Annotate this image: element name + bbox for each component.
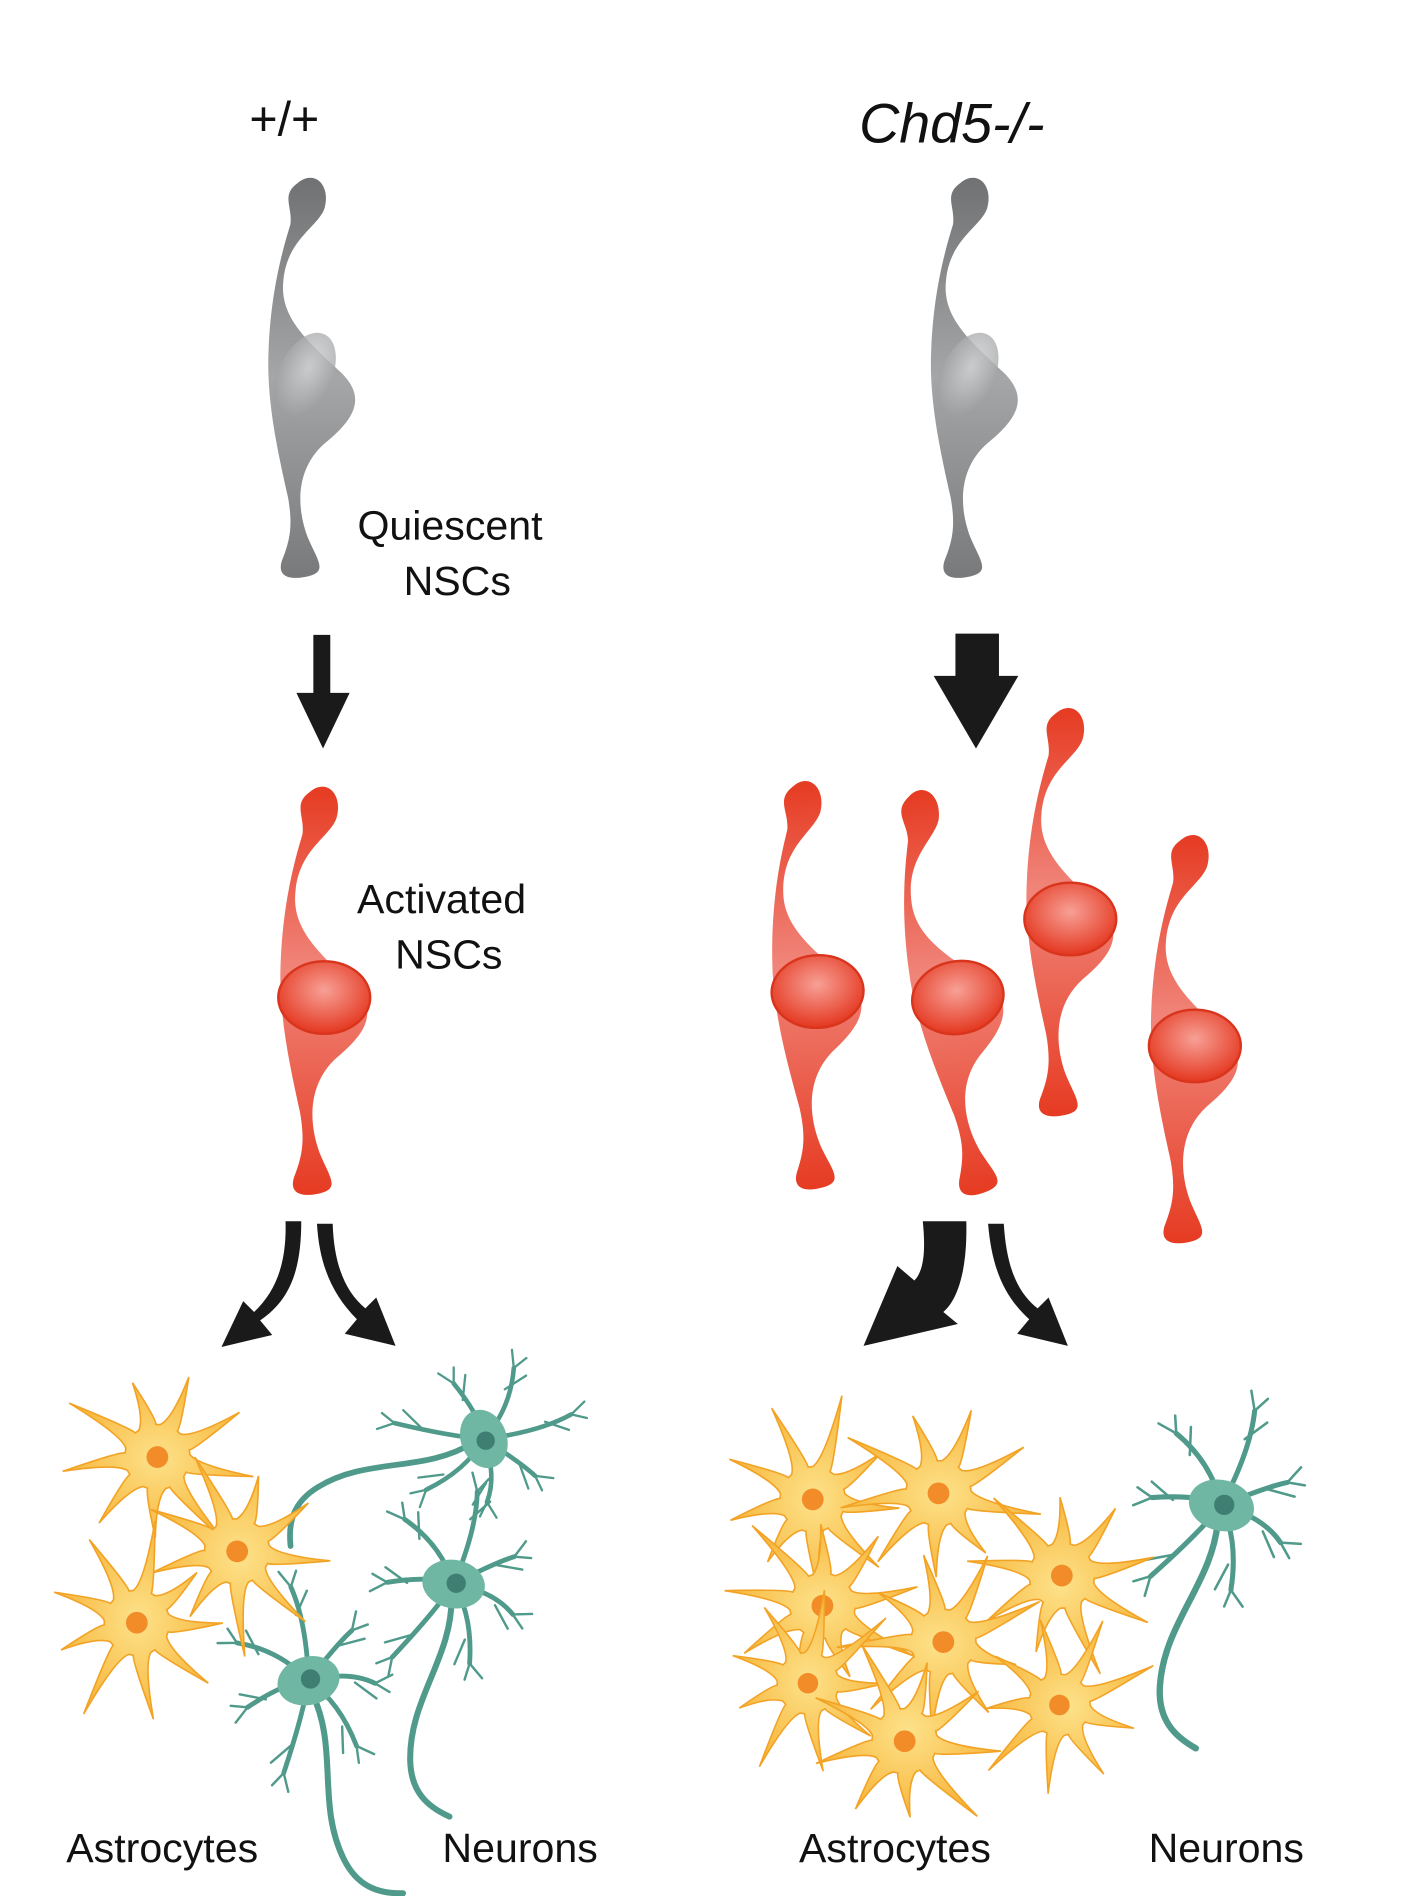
astrocyte-nucleus — [797, 1672, 819, 1694]
neuron-nucleus — [1214, 1494, 1235, 1516]
astrocyte — [732, 1589, 887, 1772]
activated-label-line2: NSCs — [395, 932, 502, 978]
neuron-nucleus — [476, 1431, 495, 1450]
astrocyte — [967, 1496, 1154, 1675]
title-wildtype: +/+ — [249, 92, 319, 146]
quiescent-label-line2: NSCs — [404, 558, 511, 604]
activated-nsc — [1147, 835, 1243, 1244]
astrocytes-label-knockout: Astrocytes — [799, 1825, 991, 1871]
title-chd5-knockout: Chd5-/- — [859, 93, 1044, 155]
neuron-nucleus — [446, 1573, 466, 1593]
arrow-to-astrocytes-knockout-thick — [863, 1221, 967, 1346]
arrow-to-astrocytes-wildtype — [221, 1221, 302, 1348]
quiescent-nsc-knockout — [930, 177, 1018, 578]
astrocyte-nucleus — [1050, 1564, 1073, 1587]
astrocyte-nucleus — [226, 1540, 249, 1563]
neurons-label-knockout: Neurons — [1149, 1825, 1304, 1871]
nucleus — [770, 954, 865, 1030]
astrocyte-nucleus — [1049, 1694, 1070, 1716]
activated-nsc — [877, 782, 1035, 1200]
astrocytes-label-wildtype: Astrocytes — [66, 1825, 258, 1871]
astrocyte — [53, 1520, 223, 1720]
axon — [308, 1689, 407, 1896]
astrocyte — [729, 1395, 900, 1602]
neurons-label-wildtype: Neurons — [442, 1825, 597, 1871]
nucleus — [1023, 881, 1118, 957]
activated-nsc — [277, 786, 372, 1195]
neuron — [216, 1569, 407, 1896]
wildtype-title: +/+ — [249, 92, 319, 146]
activated-nsc — [1023, 708, 1118, 1117]
quiescent-nsc-wildtype — [268, 177, 356, 578]
astrocyte — [150, 1456, 331, 1657]
astrocyte — [815, 1643, 1002, 1818]
neuron — [368, 1471, 534, 1820]
quiescent-label-line1: Quiescent — [357, 502, 543, 548]
axon — [287, 1439, 476, 1549]
neuron — [1131, 1389, 1307, 1752]
neuron — [287, 1348, 589, 1549]
astrocyte-nucleus — [801, 1488, 824, 1511]
arrow-to-neurons-wildtype — [316, 1223, 396, 1346]
neuron-nucleus — [300, 1669, 321, 1689]
activated-label-line1: Activated — [357, 876, 526, 922]
astrocyte-nucleus — [146, 1446, 169, 1468]
astrocyte-nucleus — [927, 1482, 950, 1505]
nucleus — [277, 960, 372, 1036]
astrocyte-nucleus — [125, 1611, 148, 1634]
astrocyte — [986, 1619, 1154, 1794]
arrow-down-wildtype — [296, 634, 350, 749]
astrocyte-nucleus — [932, 1631, 955, 1653]
arrow-to-neurons-knockout — [988, 1223, 1068, 1346]
axon — [1156, 1514, 1222, 1752]
nucleus — [910, 959, 1005, 1036]
nucleus — [1147, 1008, 1243, 1084]
astrocyte-nucleus — [893, 1730, 916, 1753]
astrocyte — [840, 1410, 1042, 1578]
axon — [407, 1592, 455, 1820]
arrow-down-knockout-thick — [933, 633, 1019, 749]
activated-nsc — [762, 778, 871, 1191]
